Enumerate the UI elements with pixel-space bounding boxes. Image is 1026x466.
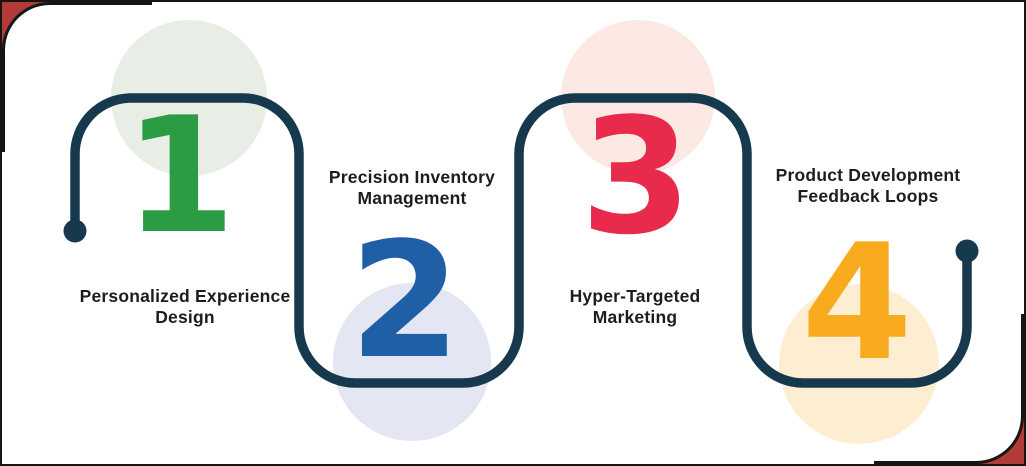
connector-start-dot xyxy=(63,219,87,243)
step-2-label-line-1: Precision Inventory xyxy=(328,167,496,187)
step-3-label-line-1: Hyper-Targeted xyxy=(569,286,701,306)
connector-end-dot xyxy=(955,239,979,263)
step-4-label-line-1: Product Development xyxy=(775,165,961,185)
step-4-number: 4 xyxy=(801,209,913,396)
step-3-number: 3 xyxy=(580,83,692,270)
step-4-label-line-2: Feedback Loops xyxy=(797,186,939,206)
step-2-label-line-2: Management xyxy=(357,188,467,208)
step-1-label-line-1: Personalized Experience xyxy=(79,286,291,306)
step-4-label: Product Development Feedback Loops xyxy=(718,165,1018,207)
step-3-label: Hyper-Targeted Marketing xyxy=(485,286,785,328)
step-2-label: Precision Inventory Management xyxy=(262,167,562,209)
step-2-number: 2 xyxy=(349,207,461,394)
step-1-number: 1 xyxy=(124,82,236,269)
step-1-label: Personalized Experience Design xyxy=(35,286,335,328)
step-3-label-line-2: Marketing xyxy=(592,307,678,327)
step-1-label-line-2: Design xyxy=(155,307,215,327)
